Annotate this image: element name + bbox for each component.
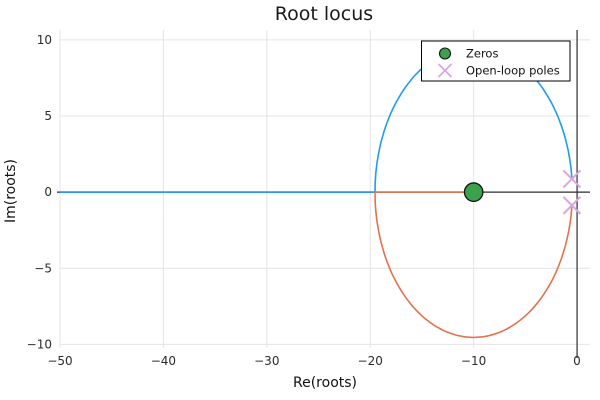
x-tick-0: 0	[573, 354, 581, 368]
legend-zeros-marker-icon	[438, 47, 452, 60]
zero-marker	[463, 182, 484, 202]
x-tick-neg10: −10	[461, 354, 486, 368]
pole-zero-markers	[463, 169, 582, 215]
y-tick-labels: −10 −5 0 5 10	[27, 33, 52, 352]
legend-box	[421, 40, 571, 82]
legend-poles-x-icon	[437, 63, 453, 78]
y-tick-neg10: −10	[27, 338, 52, 352]
y-tick-neg5: −5	[34, 261, 52, 275]
legend-label-zeros: Zeros	[466, 47, 498, 61]
x-tick-neg20: −20	[358, 354, 383, 368]
legend: Zeros Open-loop poles	[421, 40, 571, 82]
legend-label-open-loop-poles: Open-loop poles	[466, 64, 560, 78]
y-tick-5: 5	[44, 109, 52, 123]
x-tick-labels: −50 −40 −30 −20 −10 0	[47, 354, 580, 368]
chart-title: Root locus	[275, 3, 373, 25]
y-axis-label: Im(roots)	[3, 159, 19, 223]
x-tick-neg50: −50	[47, 354, 72, 368]
open-loop-pole-marker	[562, 169, 582, 189]
branch-2	[374, 191, 573, 339]
x-tick-neg40: −40	[151, 354, 176, 368]
y-tick-10: 10	[37, 33, 52, 47]
x-tick-neg30: −30	[254, 354, 279, 368]
x-axis-label: Re(roots)	[293, 375, 357, 391]
y-tick-0: 0	[44, 185, 52, 199]
open-loop-pole-marker	[562, 196, 582, 215]
